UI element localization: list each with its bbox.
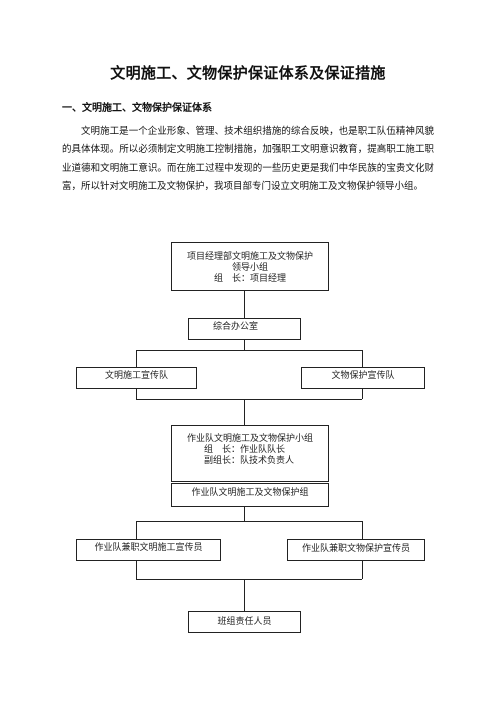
office-label: 综合办公室 [213,322,259,332]
section-heading: 一、文明施工、文物保护保证体系 [62,103,212,114]
leader-group-line3: 组 长：项目经理 [214,274,287,284]
connector-branch-top [136,350,362,351]
team-relic-promoter-box: 作业队兼职文物保护宣传员 [287,539,425,561]
leader-group-line1: 项目经理部文明施工及文物保护 [186,252,313,262]
civil-promo-team-box: 文明施工宣传队 [76,367,197,389]
connector-to-squad [244,579,245,611]
connector-branch-bottom [136,521,362,522]
relic-promo-team-label: 文物保护宣传队 [331,371,395,381]
connector-relic-promo-down [362,389,363,399]
connector-team-civil-down [136,561,137,579]
team-group-line3: 副组长：队技术负责人 [204,456,295,466]
team-relic-promoter-label: 作业队兼职文物保护宣传员 [301,544,410,554]
connector-to-relic-promo [362,350,363,367]
connector-merge-bottom [136,579,362,580]
connector-to-team-group [244,399,245,425]
connector-to-team-relic [362,521,363,539]
connector-office-down [244,340,245,350]
team-civil-promoter-box: 作业队兼职文明施工宣传员 [76,539,221,561]
squad-responsible-box: 班组责任人员 [188,611,301,633]
team-civil-promoter-label: 作业队兼职文明施工宣传员 [94,543,203,553]
page-title: 文明施工、文物保护保证体系及保证措施 [110,64,386,82]
connector-leader-office [244,291,245,318]
connector-to-team-civil [136,521,137,539]
leader-group-line2: 领导小组 [231,263,268,273]
office-box: 综合办公室 [188,318,301,340]
connector-team-org-down [244,507,245,521]
connector-team-relic-down [362,561,363,579]
relic-promo-team-box: 文物保护宣传队 [301,367,425,389]
squad-responsible-label: 班组责任人员 [217,617,272,627]
team-group-line1: 作业队文明施工及文物保护小组 [186,434,313,444]
team-org-label: 作业队文明施工及文物保护组 [191,488,309,498]
connector-to-civil-promo [136,350,137,367]
team-org-box: 作业队文明施工及文物保护组 [171,483,329,507]
team-group-box: 作业队文明施工及文物保护小组 组 长：作业队队长 副组长：队技术负责人 [171,425,329,482]
civil-promo-team-label: 文明施工宣传队 [104,371,168,381]
connector-merge-middle [136,399,362,400]
connector-civil-promo-down [136,389,137,399]
team-group-line2: 组 长：作业队队长 [204,445,286,455]
body-paragraph: 文明施工是一个企业形象、管理、技术组织措施的综合反映，也是职工队伍精神风貌的具体… [62,126,434,193]
leader-group-box: 项目经理部文明施工及文物保护 领导小组 组 长：项目经理 [171,242,329,291]
